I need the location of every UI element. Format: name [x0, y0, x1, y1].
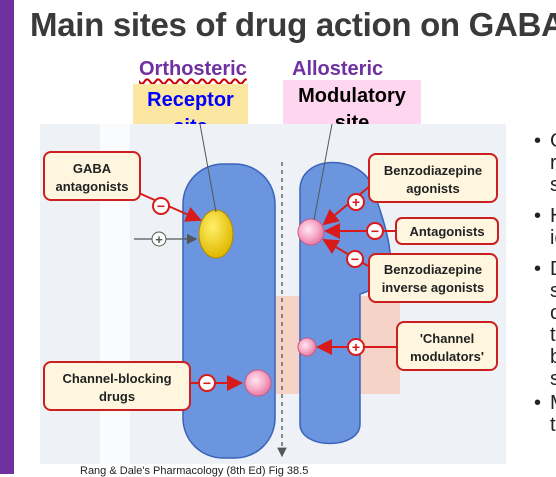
channel-blocking-label: Channel-blocking drugs: [43, 361, 191, 411]
channel-modulator-plus-text: +: [352, 339, 360, 355]
receptor-site-line1: Receptor: [147, 89, 234, 111]
bullet-4-line-1: M: [550, 392, 556, 415]
bullet-marker: •: [534, 258, 542, 280]
bz-agonist-plus-icon: [347, 193, 365, 211]
channel-blocker-minus-text: −: [203, 375, 211, 391]
bullet-3-line-4: t: [550, 324, 556, 346]
bullet-3-line-5: b: [550, 346, 556, 368]
benzodiazepine-site: [297, 218, 325, 246]
figure-caption: Rang & Dale's Pharmacology (8th Ed) Fig …: [80, 465, 309, 477]
bullet-marker: •: [534, 392, 542, 414]
agonist-plus-icon: [151, 231, 167, 247]
bullet-1-line-2: r: [550, 152, 556, 174]
channel-blocker-site: [244, 369, 272, 397]
antagonists-text: Antagonists: [409, 224, 484, 239]
modulatory-pointer: [313, 124, 333, 221]
channel-modulator-plus-icon: [347, 338, 365, 356]
bullet-1-line-1: G: [550, 130, 556, 153]
gaba-antagonists-line2: antagonists: [56, 179, 129, 194]
bullet-4-line-2: t: [550, 414, 556, 436]
modulatory-site-line1: Modulatory: [298, 85, 406, 107]
channel-blocking-line2: drugs: [99, 389, 135, 404]
channel-modulators-label: 'Channel modulators': [396, 321, 498, 371]
bullet-1-line-3: s: [550, 174, 556, 196]
bullet-1: • G r s: [534, 130, 556, 196]
bz-agonists-line2: agonists: [406, 181, 459, 196]
bullet-3: • D s o t b s: [534, 258, 556, 390]
bz-agonist-arrow: [322, 185, 371, 226]
bz-inverse-label: Benzodiazepine inverse agonists: [368, 253, 498, 303]
slide-title: Main sites of drug action on GABA: [30, 6, 556, 43]
bullet-4: • M t: [534, 392, 556, 436]
gaba-receptor-diagram: + − − + − − + GABA antagonists Channel-b…: [40, 124, 506, 464]
bullet-3-line-3: o: [550, 302, 556, 324]
antagonist-minus-icon: [366, 222, 384, 240]
bullet-2: • H io: [534, 205, 556, 249]
bz-agonists-line1: Benzodiazepine: [384, 163, 482, 178]
channel-blocking-line1: Channel-blocking: [62, 371, 171, 386]
bullet-marker: •: [534, 205, 542, 227]
bullet-3-line-6: s: [550, 368, 556, 390]
bullet-marker: •: [534, 130, 542, 152]
gaba-antagonist-minus-icon: [152, 197, 170, 215]
antagonists-label: Antagonists: [395, 217, 499, 245]
channel-modulators-line1: 'Channel: [420, 331, 474, 346]
bz-inverse-line1: Benzodiazepine: [384, 262, 482, 277]
gaba-antagonist-minus-text: −: [157, 198, 165, 214]
bullet-2-line-1: H: [550, 205, 556, 228]
bz-inverse-line2: inverse agonists: [382, 280, 485, 295]
channel-modulators-line2: modulators': [410, 349, 484, 364]
gaba-antagonists-line1: GABA: [73, 161, 112, 176]
bullet-3-line-2: s: [550, 280, 556, 302]
bz-agonist-plus-text: +: [352, 194, 360, 210]
channel-blocker-minus-icon: [198, 374, 216, 392]
gaba-binding-site: [198, 209, 234, 259]
orthosteric-label: Orthosteric: [139, 58, 247, 80]
receptor-subunit-left: [182, 163, 276, 459]
receptor-pointer: [199, 124, 217, 213]
bullet-2-line-2: io: [550, 227, 556, 249]
bz-agonists-label: Benzodiazepine agonists: [368, 153, 498, 203]
allosteric-label: Allosteric: [292, 58, 384, 80]
accent-bar: [0, 0, 14, 474]
bullet-3-line-1: D: [550, 258, 556, 281]
gaba-antagonists-label: GABA antagonists: [43, 151, 141, 201]
antagonist-minus-text: −: [371, 223, 379, 239]
bz-inverse-minus-text: −: [351, 251, 359, 267]
channel-modulator-site: [297, 337, 317, 357]
agonist-plus-text: +: [155, 232, 163, 247]
bz-inverse-minus-icon: [346, 250, 364, 268]
